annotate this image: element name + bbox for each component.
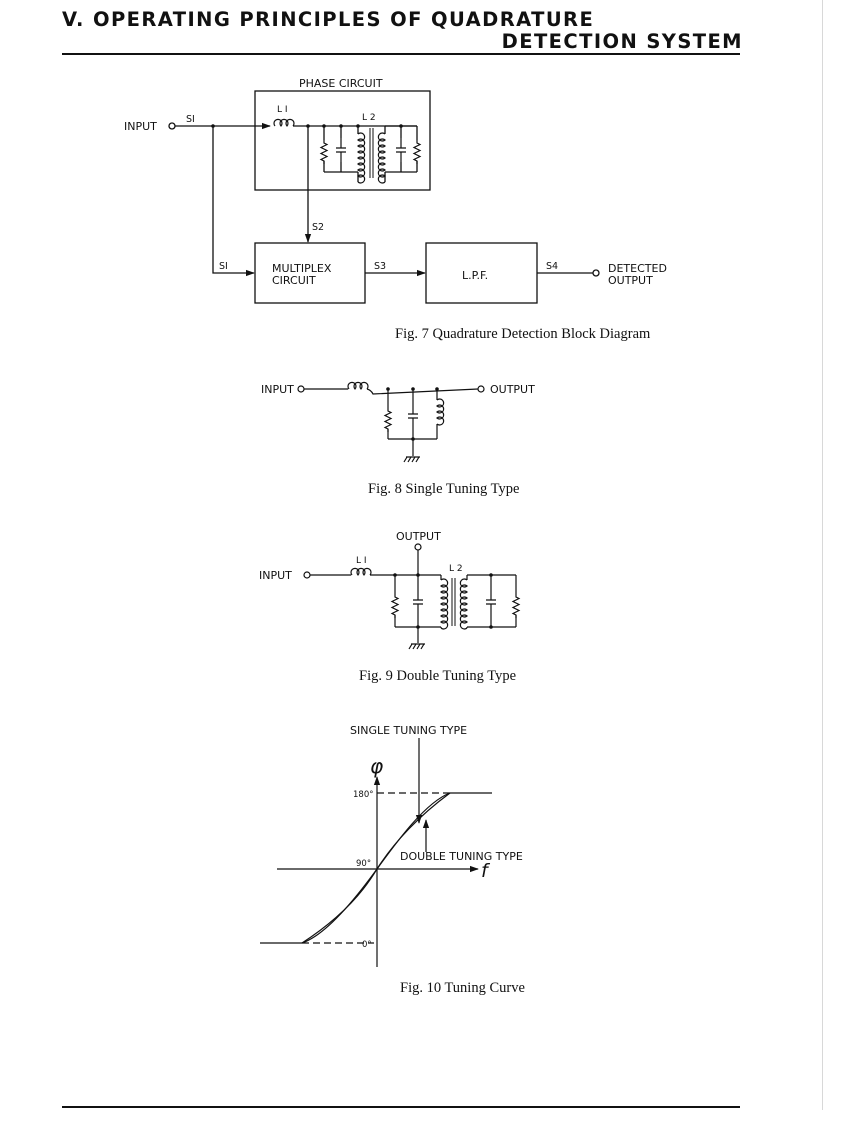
fig9-output-terminal (414, 543, 422, 551)
fig9-ground (408, 643, 426, 650)
fig10-labels: SINGLE TUNING TYPE DOUBLE TUNING TYPE φ … (350, 724, 523, 950)
phase-circuit-box (254, 90, 431, 191)
lpf-label: L.P.F. (462, 269, 488, 282)
phase-tank-circuit (320, 124, 421, 184)
input-label: INPUT (124, 120, 157, 133)
fig8-single-tuning-circuit (297, 381, 485, 463)
fig10-caption: Fig. 10 Tuning Curve (400, 980, 525, 996)
detected-label-1: DETECTED (608, 262, 667, 275)
90-degree-label: 90° (356, 859, 371, 869)
fig9-l2-label: L 2 (449, 564, 463, 574)
double-tuning-label: DOUBLE TUNING TYPE (400, 850, 523, 863)
l1-inductor (273, 118, 295, 127)
s1-label: SI (186, 114, 195, 125)
fig8-output-label: OUTPUT (490, 383, 535, 396)
l1-label: L I (277, 105, 288, 115)
s4-label: S4 (546, 261, 558, 272)
single-tuning-label: SINGLE TUNING TYPE (350, 724, 467, 737)
fig8-input-terminal (297, 385, 305, 393)
fig8-ground (403, 456, 421, 463)
output-terminal (592, 269, 600, 277)
fig8-input-label: INPUT (261, 383, 294, 396)
footer-rule (62, 1106, 740, 1108)
fig7-labels: PHASE CIRCUIT INPUT SI SI S2 S3 S4 L I L… (124, 77, 667, 287)
fig8-inductor (347, 381, 369, 390)
fig9-labels: OUTPUT INPUT L I L 2 (259, 530, 463, 582)
f-symbol: f (481, 860, 491, 882)
section-title-line-2: DETECTION SYSTEM (501, 30, 743, 53)
fig9-caption: Fig. 9 Double Tuning Type (359, 668, 517, 684)
0-degree-label: 0° (362, 940, 372, 950)
s2-label: S2 (312, 222, 324, 233)
fig8-labels: INPUT OUTPUT (261, 383, 535, 396)
fig9-l1-inductor (350, 567, 372, 576)
fig7-block-diagram (168, 90, 600, 304)
input-terminal (168, 122, 176, 130)
fig9-output-label: OUTPUT (396, 530, 441, 543)
fig8-output-terminal (477, 385, 485, 393)
multiplex-label-2: CIRCUIT (272, 274, 316, 287)
s1-branch-label: SI (219, 261, 228, 272)
fig10-tuning-curve (260, 738, 492, 967)
scan-edge-line (822, 0, 823, 1110)
section-title-line-1: V. OPERATING PRINCIPLES OF QUADRATURE (62, 8, 595, 31)
fig8-caption: Fig. 8 Single Tuning Type (368, 481, 520, 497)
fig9-input-label: INPUT (259, 569, 292, 582)
double-tuning-curve (301, 792, 451, 944)
fig7-caption: Fig. 7 Quadrature Detection Block Diagra… (395, 326, 651, 342)
single-tuning-curve (301, 792, 451, 944)
fig9-double-tuning-circuit (303, 543, 520, 650)
detected-label-2: OUTPUT (608, 274, 653, 287)
fig9-l1-label: L I (356, 556, 367, 566)
fig9-input-terminal (303, 571, 311, 579)
multiplex-label-1: MULTIPLEX (272, 262, 332, 275)
phi-symbol: φ (370, 754, 383, 778)
phase-circuit-label: PHASE CIRCUIT (299, 77, 383, 90)
l2-label: L 2 (362, 113, 376, 123)
s1-branch-line (212, 126, 255, 277)
s3-label: S3 (374, 261, 386, 272)
title-rule (62, 53, 740, 55)
180-degree-label: 180° (353, 790, 373, 800)
